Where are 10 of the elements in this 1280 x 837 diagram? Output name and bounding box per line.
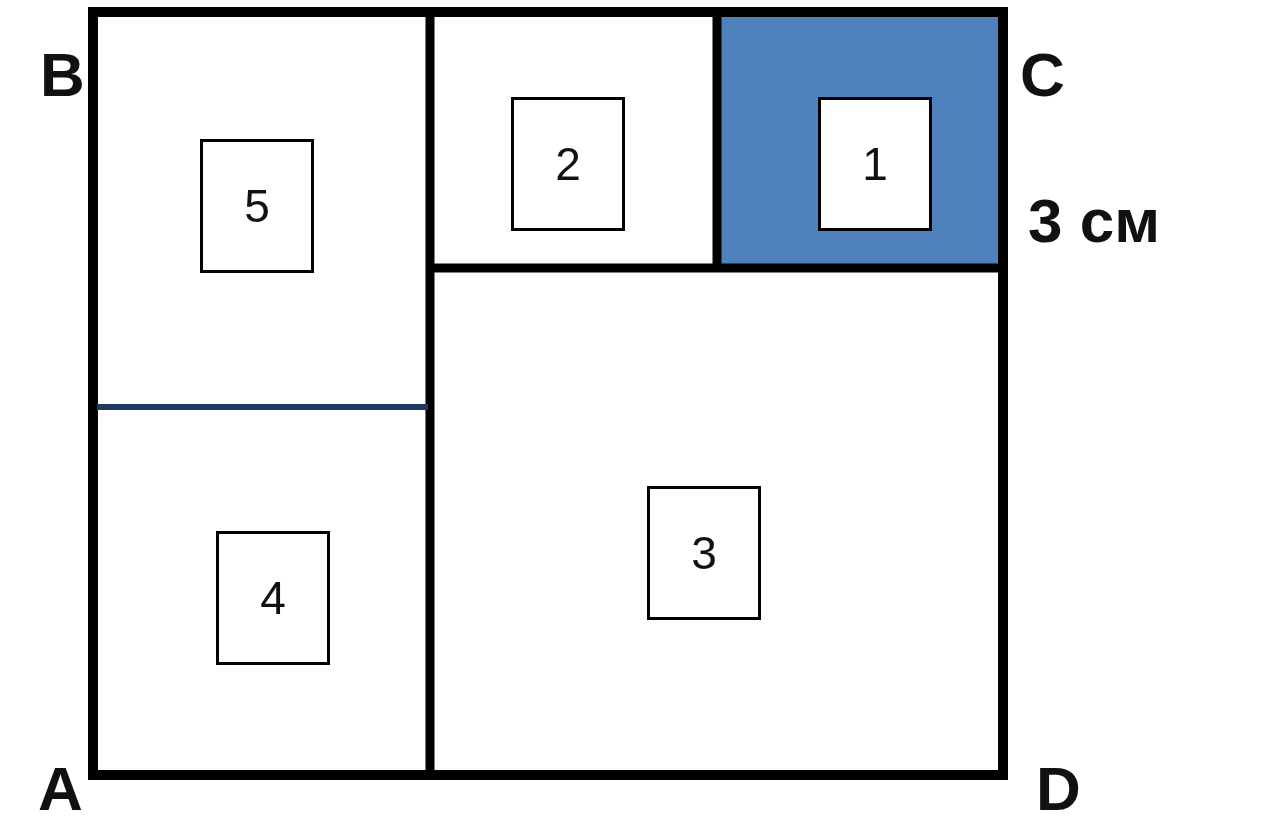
- corner-label: D: [1036, 758, 1081, 820]
- number-box: 3: [647, 486, 761, 620]
- number-box: 5: [200, 139, 314, 273]
- corner-label: B: [40, 44, 85, 106]
- number-box: 2: [511, 97, 625, 231]
- dimension-label: 3 см: [1028, 190, 1161, 252]
- number-box: 4: [216, 531, 330, 665]
- number-box: 1: [818, 97, 932, 231]
- corner-label: C: [1020, 44, 1065, 106]
- corner-label: A: [38, 758, 83, 820]
